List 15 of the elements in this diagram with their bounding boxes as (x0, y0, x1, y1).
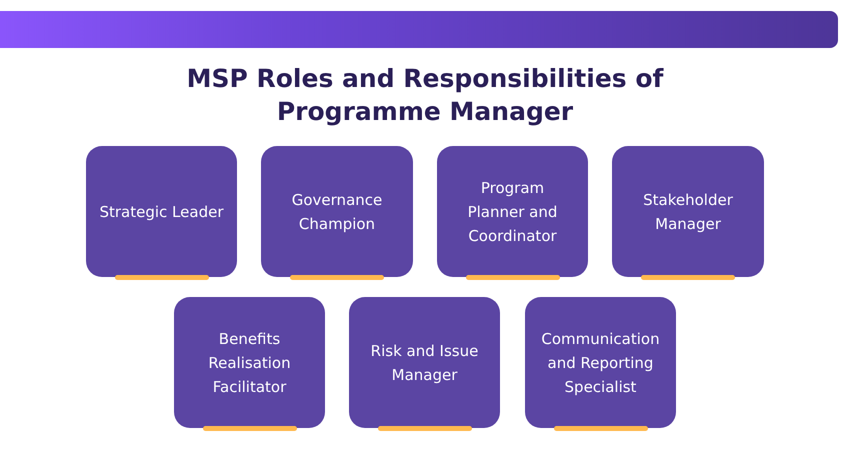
role-label: Stakeholder Manager (642, 190, 734, 234)
role-label: Strategic Leader (98, 202, 224, 222)
role-label: Risk and Issue Manager (370, 340, 480, 386)
role-label: Benefits Realisation Facilitator (207, 328, 292, 398)
role-label: Communication and Reporting Specialist (540, 328, 661, 398)
role-box (349, 297, 500, 428)
role-box (261, 146, 413, 277)
title: MSP Roles and Responsibilities of Programme Manager (186, 63, 665, 128)
role-box (612, 146, 764, 277)
role-box (525, 297, 676, 428)
role-label: Program Planner and Coordinator (466, 178, 558, 246)
role-box (86, 146, 237, 277)
role-box (437, 146, 588, 277)
role-box (174, 297, 325, 428)
role-label: Governance Champion (290, 190, 384, 234)
